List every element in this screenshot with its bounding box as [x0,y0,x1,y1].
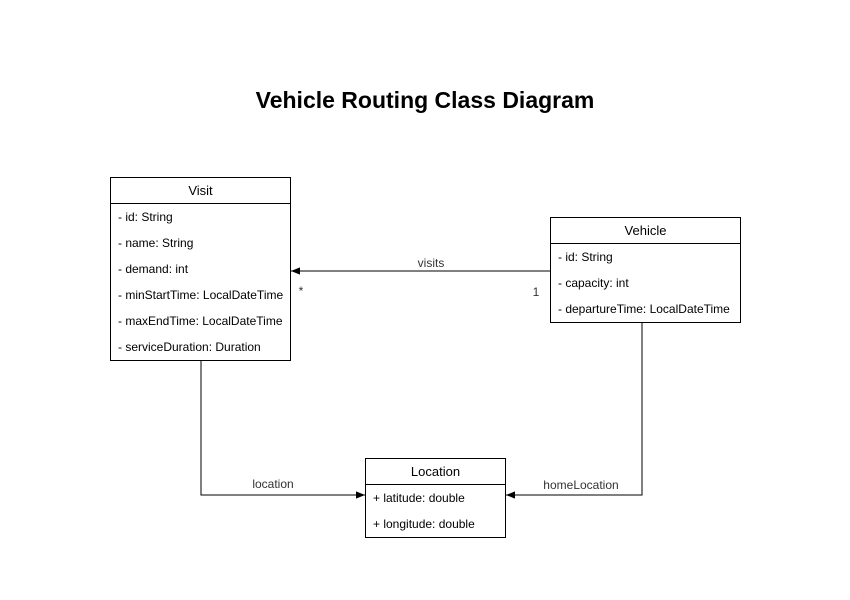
class-vehicle[interactable]: Vehicle - id: String - capacity: int - d… [550,217,741,323]
class-vehicle-attribute-departuretime: - departureTime: LocalDateTime [558,302,730,316]
edge-label-location: location [251,477,295,491]
class-vehicle-attribute-id: - id: String [558,250,613,264]
class-visit-name: Visit [111,178,290,204]
multiplicity-visits-one: 1 [532,285,540,299]
class-visit-attribute-demand: - demand: int [118,262,189,276]
multiplicity-visits-many: * [298,284,304,298]
class-visit-attribute-id: - id: String [118,210,173,224]
edge-label-visits: visits [416,256,446,270]
class-visit[interactable]: Visit - id: String - name: String - dema… [110,177,291,361]
class-vehicle-attribute-capacity: - capacity: int [558,276,629,290]
class-visit-attribute-minstarttime: - minStartTime: LocalDateTime [118,288,284,302]
class-visit-attribute-serviceduration: - serviceDuration: Duration [118,340,261,354]
edge-vehicle-homelocation-connector[interactable] [506,322,643,499]
diagram-title: Vehicle Routing Class Diagram [255,87,595,113]
class-vehicle-name: Vehicle [551,218,740,244]
class-location-attribute-longitude: + longitude: double [373,517,475,531]
edge-visit-location-connector[interactable] [200,361,365,499]
class-visit-attribute-name: - name: String [118,236,194,250]
edge-label-homelocation: homeLocation [542,478,620,492]
class-location-name: Location [366,459,505,485]
class-location-attribute-latitude: + latitude: double [373,491,465,505]
class-visit-attribute-maxendtime: - maxEndTime: LocalDateTime [118,314,283,328]
class-location[interactable]: Location + latitude: double + longitude:… [365,458,506,538]
